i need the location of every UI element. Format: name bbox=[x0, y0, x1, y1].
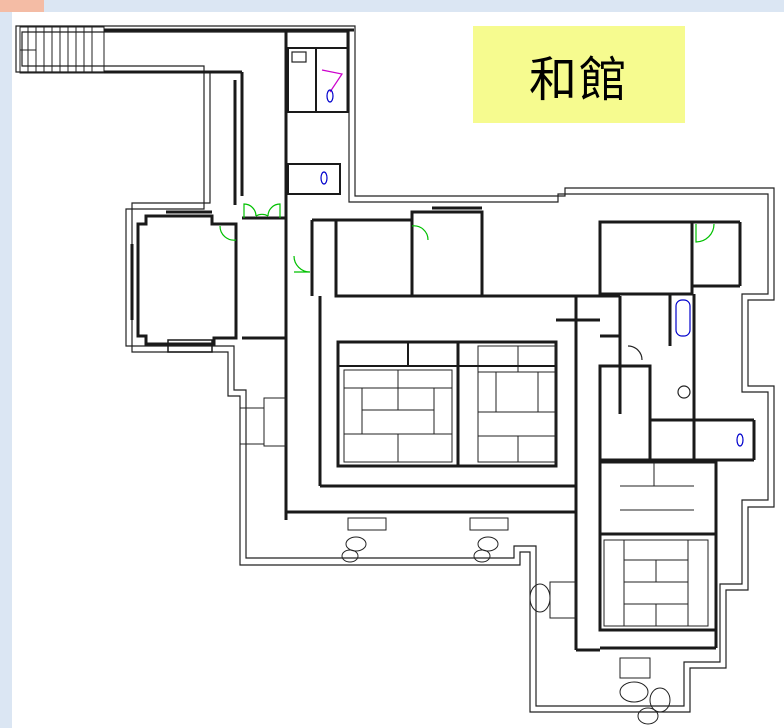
door-arcs bbox=[219, 203, 715, 273]
garden-stones bbox=[239, 397, 671, 725]
walls bbox=[104, 28, 756, 652]
tatami-lines bbox=[343, 345, 709, 627]
floor-plan bbox=[15, 25, 775, 725]
page-title: 和館 bbox=[528, 51, 629, 108]
title-box: 和館 bbox=[473, 26, 685, 123]
window-frame-top bbox=[0, 0, 784, 12]
window-frame-left bbox=[0, 0, 12, 728]
site-outline bbox=[15, 25, 775, 713]
corner-tab bbox=[0, 0, 44, 12]
stair bbox=[19, 26, 105, 74]
fixtures bbox=[291, 51, 744, 447]
